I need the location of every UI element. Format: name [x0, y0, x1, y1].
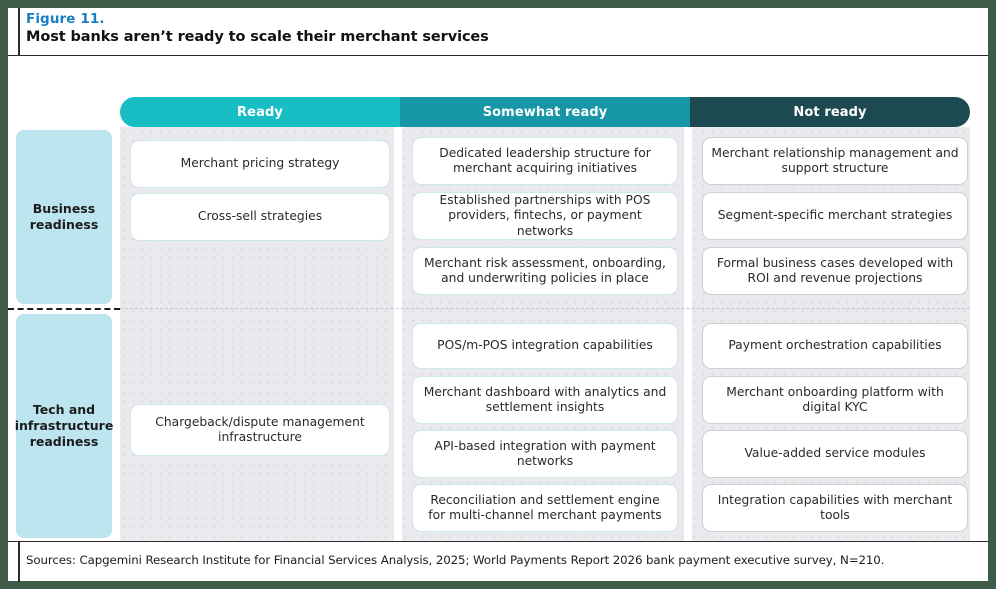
card-tech-ready-1[interactable]: Chargeback/dispute management infrastruc…	[130, 404, 390, 456]
card-tech-notready-3[interactable]: Value-added service modules	[702, 430, 968, 478]
figure-title-block: Figure 11. Most banks aren’t ready to sc…	[8, 8, 988, 56]
card-business-ready-1[interactable]: Merchant pricing strategy	[130, 140, 390, 188]
card-tech-somewhat-4[interactable]: Reconciliation and settlement engine for…	[412, 484, 678, 532]
card-tech-somewhat-1[interactable]: POS/m-POS integration capabilities	[412, 323, 678, 369]
column-panel-ready	[120, 127, 400, 541]
title-left-tick	[18, 8, 20, 56]
card-tech-somewhat-3[interactable]: API-based integration with payment netwo…	[412, 430, 678, 478]
footer-left-tick	[18, 542, 20, 582]
card-business-somewhat-2[interactable]: Established partnerships with POS provid…	[412, 192, 678, 240]
column-gutter-1	[394, 127, 402, 541]
row-label-tech-infrastructure-readiness: Tech and infrastructure readiness	[15, 314, 113, 538]
card-business-ready-2[interactable]: Cross-sell strategies	[130, 193, 390, 241]
figure-number: Figure 11.	[26, 11, 105, 27]
column-header-somewhat-ready: Somewhat ready	[400, 97, 690, 127]
column-header-not-ready: Not ready	[690, 97, 970, 127]
column-header-ready: Ready	[120, 97, 400, 127]
readiness-matrix: Ready Somewhat ready Not ready Business …	[8, 56, 988, 541]
row-divider-dark	[8, 308, 120, 310]
column-gutter-2	[684, 127, 692, 541]
card-business-notready-2[interactable]: Segment-specific merchant strategies	[702, 192, 968, 240]
page-title: Most banks aren’t ready to scale their m…	[26, 29, 489, 45]
card-business-somewhat-1[interactable]: Dedicated leadership structure for merch…	[412, 137, 678, 185]
card-tech-notready-2[interactable]: Merchant onboarding platform with digita…	[702, 376, 968, 424]
figure-footer: Sources: Capgemini Research Institute fo…	[8, 541, 988, 582]
row-divider-light	[120, 308, 970, 309]
card-business-notready-1[interactable]: Merchant relationship management and sup…	[702, 137, 968, 185]
card-business-notready-3[interactable]: Formal business cases developed with ROI…	[702, 247, 968, 295]
row-label-business-readiness: Business readiness	[16, 130, 112, 304]
column-header-row: Ready Somewhat ready Not ready	[8, 97, 988, 127]
card-tech-somewhat-2[interactable]: Merchant dashboard with analytics and se…	[412, 376, 678, 424]
card-tech-notready-4[interactable]: Integration capabilities with merchant t…	[702, 484, 968, 532]
card-tech-notready-1[interactable]: Payment orchestration capabilities	[702, 323, 968, 369]
card-business-somewhat-3[interactable]: Merchant risk assessment, onboarding, an…	[412, 247, 678, 295]
source-note: Sources: Capgemini Research Institute fo…	[26, 553, 885, 567]
